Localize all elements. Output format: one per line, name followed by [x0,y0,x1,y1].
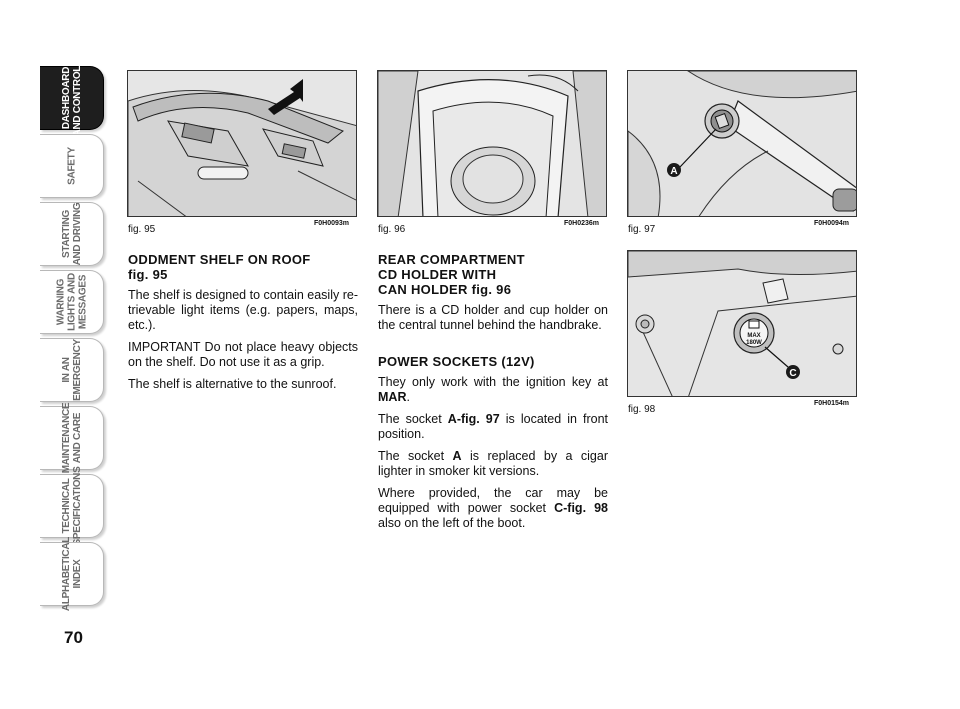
figure-98-marker: C [789,368,796,379]
figure-98-socket-label-1: MAX [747,333,760,339]
tab-technical-specifications[interactable]: TECHNICAL SPECIFICATIONS [40,467,104,545]
figure-96-caption: fig. 96 [378,224,406,235]
oddment-shelf-heading: ODDMENT SHELF ON ROOF fig. 95 [128,252,311,282]
column-oddment-shelf: ODDMENT SHELF ON ROOF fig. 95 The shelf … [128,252,358,399]
figure-98-code: F0H0154m [814,400,850,407]
figure-98-caption: fig. 98 [628,404,656,415]
power-sockets-paragraph-1: They only work with the ignition key at … [378,375,608,404]
tab-maintenance-and-care[interactable]: MAINTENANCE AND CARE [40,403,104,473]
tab-starting-and-driving[interactable]: STARTING AND DRIVING [40,202,104,266]
figure-98-image: MAX 180W C [627,250,857,397]
figure-96-image [377,70,607,217]
oddment-shelf-important: IMPORTANT Do not place heavy objects on … [128,340,358,369]
tab-in-an-emergency[interactable]: IN AN EMERGENCY [40,338,104,402]
figure-98-socket-label-2: 180W [746,340,762,346]
oddment-shelf-paragraph-3: The shelf is alternative to the sunroof. [128,377,337,391]
figure-97-caption: fig. 97 [628,224,656,235]
figure-97-marker: A [670,166,677,177]
power-sockets-paragraph-2: The socket A-fig. 97 is located in front… [378,412,609,441]
page-number: 70 [64,628,83,647]
tab-dashboard-and-controls[interactable]: DASHBOARD AND CONTROLS [40,60,104,136]
rear-compartment-heading: REAR COMPARTMENT CD HOLDER WITH CAN HOLD… [378,252,525,297]
rear-compartment-paragraph: There is a CD holder and cup holder on t… [378,303,608,332]
figure-97-code: F0H0094m [814,220,850,227]
tab-alphabetical-index[interactable]: ALPHABETICAL INDEX [40,537,104,611]
tab-warning-lights[interactable]: WARNING LIGHTS AND MESSAGES [40,270,104,334]
figure-95-code: F0H0093m [314,220,350,227]
oddment-shelf-paragraph-1: The shelf is designed to contain easily … [128,288,358,332]
figure-96-code: F0H0236m [564,220,600,227]
power-sockets-paragraph-4: Where provided, the car may be equipped … [378,486,609,530]
tab-safety[interactable]: SAFETY [40,134,104,198]
power-sockets-heading: POWER SOCKETS (12V) [378,354,535,369]
column-rear-compartment: REAR COMPARTMENT CD HOLDER WITH CAN HOLD… [378,252,608,538]
figure-95-image [127,70,357,217]
power-sockets-paragraph-3: The socket A is replaced by a cigar ligh… [378,449,608,478]
figure-95-caption: fig. 95 [128,224,156,235]
figure-97-image: A [627,70,857,217]
